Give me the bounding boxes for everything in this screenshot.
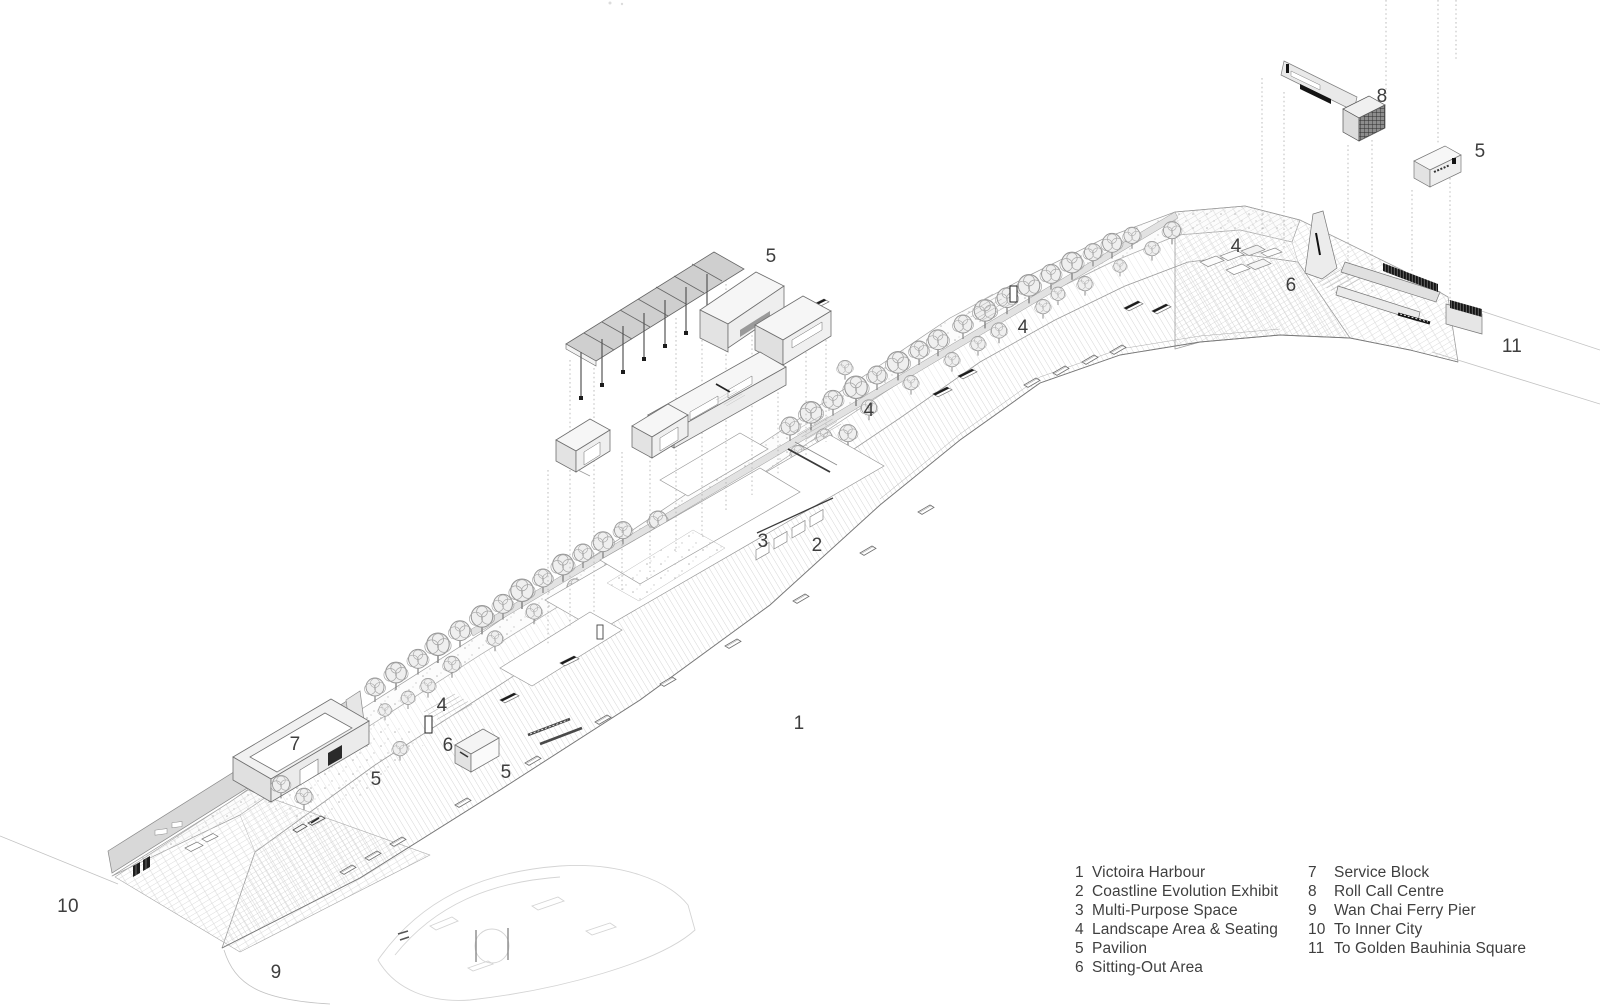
legend-item-label: Multi-Purpose Space <box>1092 902 1238 919</box>
drawing-label-10: 10 <box>57 896 79 917</box>
legend-item-label: Landscape Area & Seating <box>1092 921 1278 938</box>
sitting-out-benches-left <box>527 717 583 746</box>
pavilion-box-b <box>754 295 832 366</box>
pavilion-box-a <box>699 271 785 353</box>
legend-item-label: Service Block <box>1334 864 1430 881</box>
legend-item-label: To Inner City <box>1334 921 1423 938</box>
legend-column-2: 7 Service Block 8 Roll Call Centre 9 Wan Chai… <box>1308 863 1526 958</box>
legend-item: 2 Coastline Evolution Exhibit <box>1075 882 1278 901</box>
hump-structures <box>1304 210 1483 335</box>
legend-item-label: Roll Call Centre <box>1334 883 1445 900</box>
drawing-label-4: 4 <box>1230 236 1242 257</box>
legend-item-number: 7 <box>1308 864 1317 881</box>
ferry-pier-outline <box>377 864 696 1001</box>
exploded-pavilion-group <box>547 251 832 645</box>
drawing-label-5: 5 <box>1474 141 1486 162</box>
legend-item-label: Wan Chai Ferry Pier <box>1334 902 1476 919</box>
drawing-label-2: 2 <box>811 535 823 556</box>
plaza-kiosks <box>184 833 219 852</box>
multi-purpose-deck <box>499 432 885 687</box>
wall-gates <box>133 821 183 877</box>
legend-item-number: 1 <box>1075 864 1084 881</box>
trellis-canopy <box>565 251 745 400</box>
legend-item: 1 Victoira Harbour <box>1075 863 1278 882</box>
right-pavilion-box <box>1413 145 1462 188</box>
drawing-label-8: 8 <box>1376 86 1388 107</box>
drawing-label-3: 3 <box>757 531 769 552</box>
drawing-label-6: 6 <box>442 735 454 756</box>
legend-item-number: 3 <box>1075 902 1084 919</box>
pavilion-box-c <box>631 403 689 459</box>
vehicles <box>292 815 326 833</box>
service-block <box>232 698 370 803</box>
drawing-label-7: 7 <box>289 734 301 755</box>
sitting-out-cluster-hump <box>1199 244 1283 275</box>
drawing-label-9: 9 <box>270 962 282 983</box>
info-boards <box>424 285 1172 734</box>
drawing-label-5: 5 <box>500 762 512 783</box>
legend-item-label: Pavilion <box>1092 940 1148 957</box>
ferry-forecourt-plaza <box>114 789 431 953</box>
drawing-label-6: 6 <box>1285 275 1297 296</box>
drawing-label-1: 1 <box>793 713 805 734</box>
legend-item: 8 Roll Call Centre <box>1308 882 1526 901</box>
legend-item: 4 Landscape Area & Seating <box>1075 920 1278 939</box>
projection-lines-right <box>1261 0 1457 300</box>
drawing-label-5: 5 <box>765 246 777 267</box>
legend-item-number: 6 <box>1075 959 1084 976</box>
roll-call-centre-group <box>1261 0 1483 335</box>
drawing-label-4: 4 <box>436 695 448 716</box>
legend-item-label: Coastline Evolution Exhibit <box>1092 883 1279 900</box>
legend-item: 7 Service Block <box>1308 863 1526 882</box>
legend-item: 9 Wan Chai Ferry Pier <box>1308 901 1526 920</box>
legend-item: 6 Sitting-Out Area <box>1075 958 1278 977</box>
legend-item-label: To Golden Bauhinia Square <box>1334 940 1527 957</box>
drawing-label-11: 11 <box>1501 336 1523 357</box>
cube-pavilion <box>454 728 500 773</box>
legend-item-label: Sitting-Out Area <box>1092 959 1204 976</box>
roll-call-box <box>1342 95 1386 142</box>
legend-item-number: 2 <box>1075 883 1084 900</box>
pavilion-box-d <box>555 418 611 477</box>
legend-item-number: 8 <box>1308 883 1317 900</box>
legend-item-number: 11 <box>1308 940 1325 957</box>
coastline-exhibit <box>755 497 834 561</box>
top-crop-mark <box>608 1 624 6</box>
legend-column-1: 1 Victoira Harbour 2 Coastline Evolution Ex… <box>1075 863 1278 977</box>
legend-item-number: 9 <box>1308 902 1317 919</box>
drawing-label-4: 4 <box>863 400 875 421</box>
legend-item-number: 5 <box>1075 940 1084 957</box>
drawing-label-5: 5 <box>370 769 382 790</box>
legend-item-label: Victoira Harbour <box>1092 864 1206 881</box>
projection-lines <box>547 262 827 645</box>
legend-item-number: 10 <box>1308 921 1326 938</box>
legend-item-number: 4 <box>1075 921 1084 938</box>
legend-item: 3 Multi-Purpose Space <box>1075 901 1278 920</box>
legend-item: 11 To Golden Bauhinia Square <box>1308 939 1526 958</box>
drawing-label-4: 4 <box>1017 317 1029 338</box>
legend-item: 5 Pavilion <box>1075 939 1278 958</box>
legend-item: 10 To Inner City <box>1308 920 1526 939</box>
